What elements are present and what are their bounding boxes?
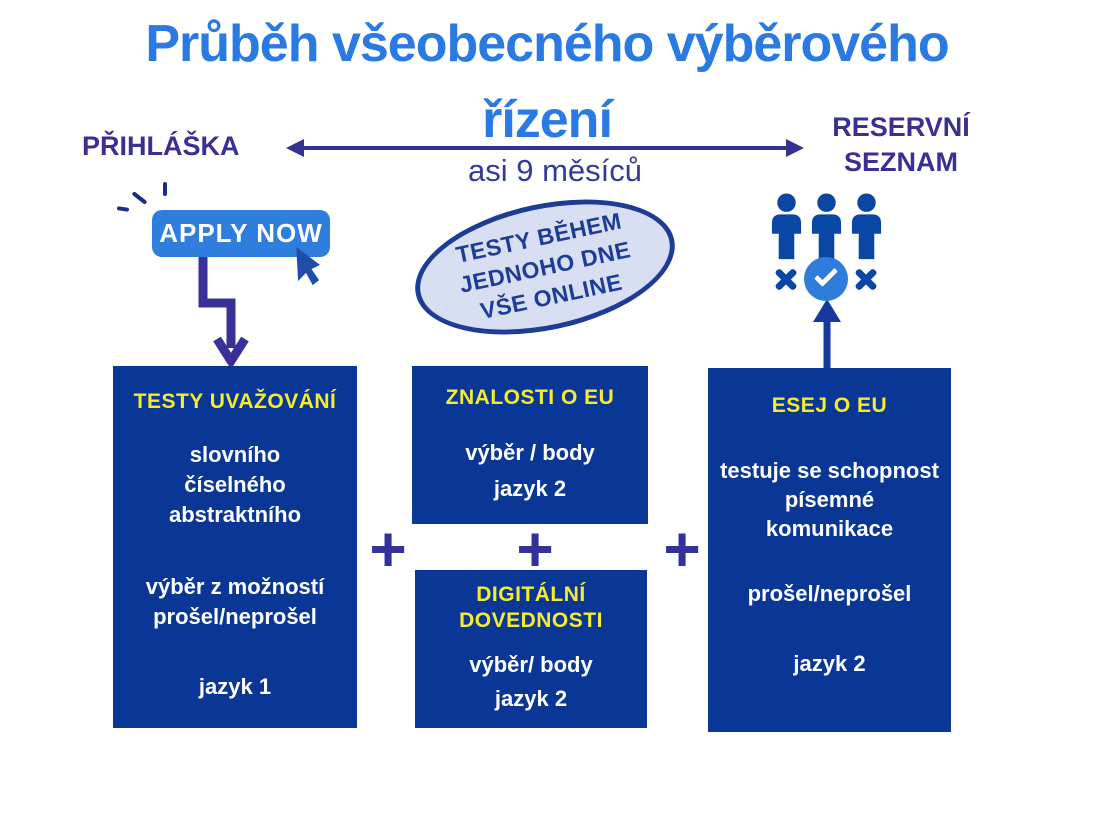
application-label: PŘIHLÁŠKA [82, 131, 240, 161]
reserve-list-label-line1: RESERVNÍ [832, 112, 970, 142]
digital-skills-box: DIGITÁLNÍ DOVEDNOSTI výběr/ body jazyk 2 [415, 570, 647, 728]
page-title-line2: řízení [482, 91, 613, 149]
person-icon [811, 193, 842, 260]
essay-line1: testuje se schopnost [720, 458, 939, 483]
click-burst-icon [131, 191, 148, 205]
eu-knowledge-box: ZNALOSTI O EU výběr / body jazyk 2 [412, 366, 648, 524]
duration-label: asi 9 měsíců [467, 153, 642, 188]
cursor-icon [296, 247, 320, 286]
reasoning-tests-types: slovního číselného abstraktního [113, 440, 357, 530]
x-mark-icon [853, 266, 879, 292]
reserve-list-label: RESERVNÍ SEZNAM [826, 110, 976, 180]
eu-knowledge-title: ZNALOSTI O EU [445, 386, 615, 409]
reasoning-line-passfail: prošel/neprošel [153, 604, 317, 629]
digital-skills-title: DIGITÁLNÍ DOVEDNOSTI [415, 570, 647, 634]
person-icon [851, 193, 882, 260]
digital-skills-title-line1: DIGITÁLNÍ [476, 583, 586, 606]
reasoning-line-choice: výběr z možností [145, 574, 325, 599]
digital-skills-language: jazyk 2 [494, 686, 568, 711]
reasoning-tests-format: výběr z možností prošel/neprošel [113, 572, 357, 632]
person-icon [771, 193, 802, 260]
plus-sign: + [663, 513, 701, 585]
check-circle-icon [804, 257, 848, 301]
reasoning-line-verbal: slovního [189, 442, 281, 467]
reserve-list-label-line2: SEZNAM [844, 147, 958, 177]
reasoning-line-numerical: číselného [184, 472, 286, 497]
page-title: Průběh všeobecného výběrového řízení [0, 6, 1094, 158]
essay-title: ESEJ O EU [771, 394, 888, 417]
plus-sign: + [369, 513, 407, 585]
essay-passfail: prošel/neprošel [747, 581, 912, 606]
reasoning-tests-box: TESTY UVAŽOVÁNÍ slovního číselného abstr… [113, 366, 357, 728]
x-mark-icon [773, 266, 799, 292]
apply-to-box-arrow [198, 257, 249, 370]
apply-now-button[interactable]: APPLY NOW [152, 210, 330, 257]
essay-line3: komunikace [765, 516, 894, 541]
digital-skills-format: výběr/ body [469, 652, 593, 677]
digital-skills-title-line2: DOVEDNOSTI [459, 609, 603, 632]
essay-box: ESEJ O EU testuje se schopnost písemné k… [708, 368, 951, 732]
essay-to-reserve-arrow [813, 299, 841, 368]
essay-language: jazyk 2 [793, 651, 866, 676]
reasoning-tests-language: jazyk 1 [198, 674, 272, 699]
click-burst-icon [163, 182, 167, 196]
eu-knowledge-language: jazyk 2 [493, 476, 567, 501]
page-title-line1: Průběh všeobecného výběrového [145, 15, 949, 73]
reasoning-line-abstract: abstraktního [168, 502, 302, 527]
essay-line2: písemné [784, 487, 875, 512]
click-burst-icon [116, 206, 130, 212]
essay-description: testuje se schopnost písemné komunikace [708, 456, 951, 543]
reasoning-tests-title: TESTY UVAŽOVÁNÍ [133, 390, 337, 413]
eu-knowledge-format: výběr / body [465, 440, 595, 465]
tests-online-bubble: TESTY BĚHEM JEDNOHO DNE VŠE ONLINE [402, 177, 688, 357]
